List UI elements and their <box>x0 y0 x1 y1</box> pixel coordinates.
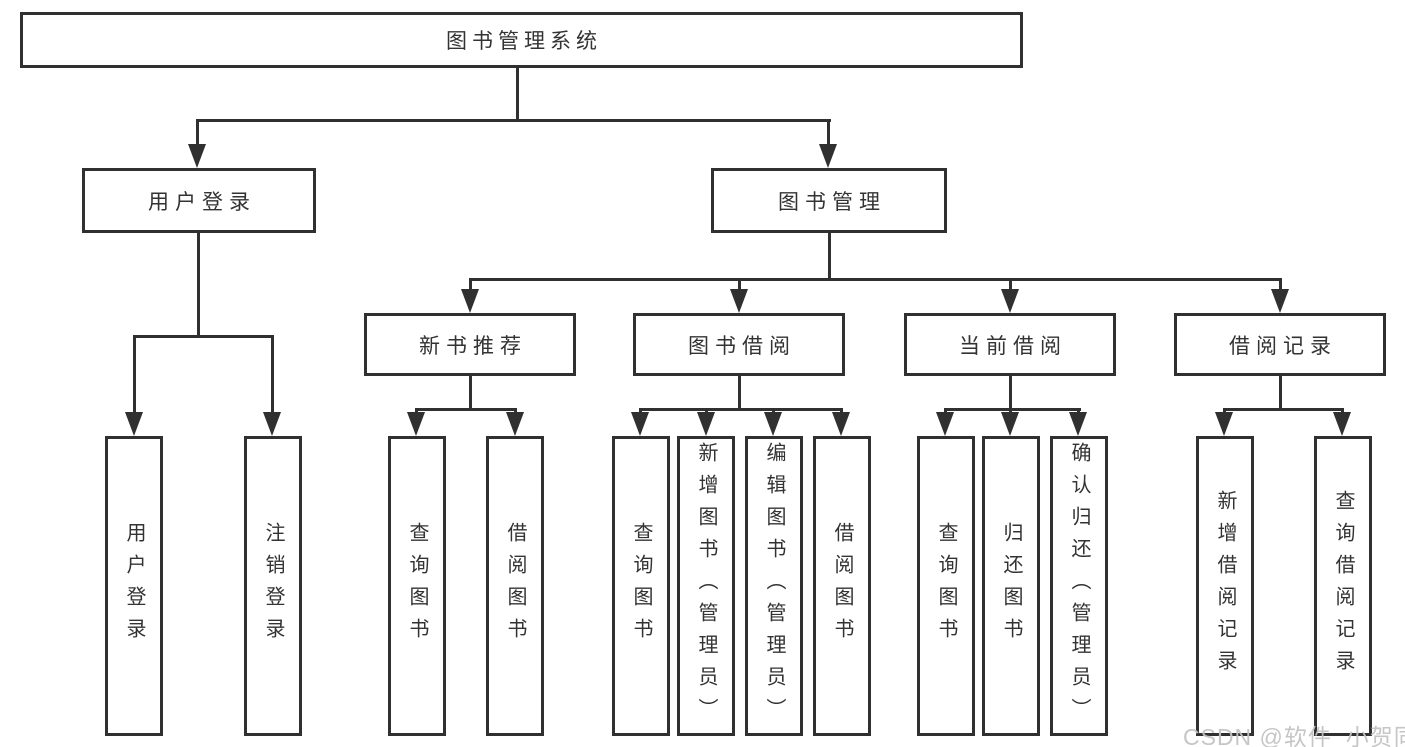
node-root-system: 图书管理系统 <box>20 12 1023 68</box>
arrowhead-down-icon <box>407 412 425 436</box>
connector-bookmgmt-stem <box>828 233 831 281</box>
leaf-label: 归还图书 <box>1000 522 1022 650</box>
arrowhead-down-icon <box>188 144 206 168</box>
arrowhead-down-icon <box>1001 412 1019 436</box>
node-book-borrow: 图书借阅 <box>633 313 845 376</box>
leaf-query-borrow-record: 查询借阅记录 <box>1314 436 1372 736</box>
arrowhead-down-icon <box>263 412 281 436</box>
arrowhead-down-icon <box>832 412 850 436</box>
connector-newbook-bus <box>415 408 517 411</box>
arrowhead-down-icon <box>819 144 837 168</box>
node-user-login-label: 用户登录 <box>148 190 256 214</box>
connector-bookmgmt-drop-4 <box>1279 278 1282 292</box>
leaf-user-login: 用户登录 <box>105 436 163 736</box>
leaf-query-book-1: 查询图书 <box>388 436 446 736</box>
connector-root-stem <box>516 68 519 122</box>
leaf-label: 新增借阅记录 <box>1214 490 1236 682</box>
arrowhead-down-icon <box>1333 412 1351 436</box>
leaf-label: 查询图书 <box>630 522 652 650</box>
leaf-query-book-3: 查询图书 <box>917 436 975 736</box>
leaf-label: 查询图书 <box>935 522 957 650</box>
connector-root-bus <box>196 119 831 122</box>
node-borrow-record: 借阅记录 <box>1174 313 1386 376</box>
connector-current-bus <box>944 408 1081 411</box>
connector-record-bus <box>1223 408 1344 411</box>
leaf-add-borrow-record: 新增借阅记录 <box>1196 436 1254 736</box>
leaf-logout: 注销登录 <box>244 436 302 736</box>
connector-bookmgmt-drop-2 <box>738 278 741 292</box>
node-new-book-recommend-label: 新书推荐 <box>419 334 527 358</box>
arrowhead-down-icon <box>697 412 715 436</box>
arrowhead-down-icon <box>1271 289 1289 313</box>
node-current-borrow: 当前借阅 <box>904 313 1116 376</box>
connector-borrow-bus <box>639 408 843 411</box>
node-new-book-recommend: 新书推荐 <box>364 313 576 376</box>
connector-bookmgmt-drop-1 <box>469 278 472 292</box>
connector-borrow-stem <box>738 376 741 411</box>
leaf-label: 新增图书（管理员） <box>695 442 717 730</box>
leaf-add-book-admin: 新增图书（管理员） <box>677 436 735 736</box>
arrowhead-down-icon <box>1069 412 1087 436</box>
connector-record-stem <box>1279 376 1282 411</box>
connector-current-stem <box>1009 376 1012 411</box>
node-user-login: 用户登录 <box>82 168 316 233</box>
leaf-label: 用户登录 <box>123 522 145 650</box>
leaf-label: 查询借阅记录 <box>1332 490 1354 682</box>
connector-userlogin-bus <box>133 335 274 338</box>
node-current-borrow-label: 当前借阅 <box>959 334 1067 358</box>
leaf-borrow-book-2: 借阅图书 <box>813 436 871 736</box>
connector-newbook-stem <box>469 376 472 411</box>
leaf-query-book-2: 查询图书 <box>612 436 670 736</box>
arrowhead-down-icon <box>936 412 954 436</box>
leaf-label: 编辑图书（管理员） <box>763 442 785 730</box>
arrowhead-down-icon <box>461 289 479 313</box>
csdn-watermark: CSDN @软件_小贺同学 <box>1183 724 1405 747</box>
connector-userlogin-drop-1 <box>133 335 136 415</box>
connector-root-drop-left <box>196 119 199 147</box>
leaf-confirm-return-admin: 确认归还（管理员） <box>1050 436 1108 736</box>
node-book-management: 图书管理 <box>711 168 947 233</box>
arrowhead-down-icon <box>1215 412 1233 436</box>
arrowhead-down-icon <box>125 412 143 436</box>
node-borrow-record-label: 借阅记录 <box>1229 334 1337 358</box>
arrowhead-down-icon <box>1001 289 1019 313</box>
leaf-borrow-book-1: 借阅图书 <box>486 436 544 736</box>
arrowhead-down-icon <box>764 412 782 436</box>
connector-userlogin-drop-2 <box>271 335 274 415</box>
connector-userlogin-stem <box>197 233 200 338</box>
arrowhead-down-icon <box>730 289 748 313</box>
leaf-label: 查询图书 <box>406 522 428 650</box>
node-root-label: 图书管理系统 <box>446 30 602 53</box>
arrowhead-down-icon <box>631 412 649 436</box>
connector-bookmgmt-drop-3 <box>1009 278 1012 292</box>
node-book-borrow-label: 图书借阅 <box>688 334 796 358</box>
connector-bookmgmt-bus <box>469 278 1282 281</box>
leaf-label: 借阅图书 <box>504 522 526 650</box>
leaf-label: 注销登录 <box>262 522 284 650</box>
leaf-label: 借阅图书 <box>831 522 853 650</box>
leaf-label: 确认归还（管理员） <box>1068 442 1090 730</box>
arrowhead-down-icon <box>506 412 524 436</box>
node-book-management-label: 图书管理 <box>778 190 886 214</box>
leaf-return-book: 归还图书 <box>982 436 1040 736</box>
leaf-edit-book-admin: 编辑图书（管理员） <box>745 436 803 736</box>
connector-root-drop-right <box>827 119 830 147</box>
